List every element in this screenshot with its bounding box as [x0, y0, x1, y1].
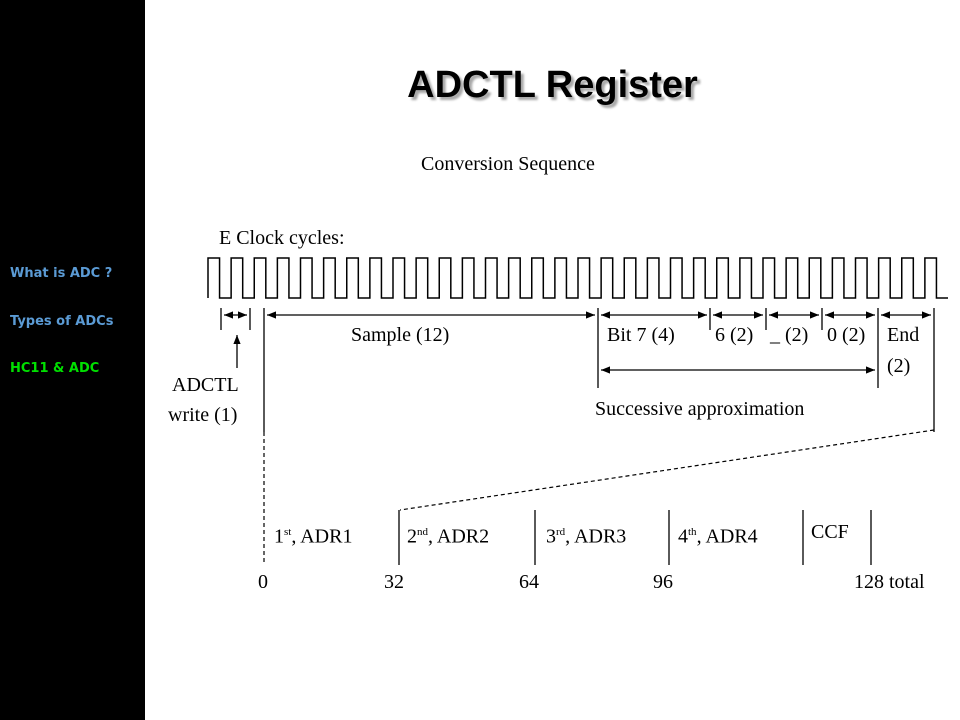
sidebar-item-what-is-adc[interactable]: What is ADC ?: [10, 266, 113, 281]
sidebar-item-hc11-adc[interactable]: HC11 & ADC: [10, 361, 100, 376]
conversion-separators: [398, 510, 872, 565]
bit-mid-phase-label: _ (2): [770, 324, 809, 346]
bit6-phase-label: 6 (2): [715, 324, 754, 346]
ccf-label: CCF: [811, 521, 849, 543]
end-phase-label: End: [887, 324, 920, 346]
conversion-3-label: 3rd, ADR3: [546, 525, 627, 548]
scale-label-96: 96: [653, 571, 673, 593]
scale-label-64: 64: [519, 571, 539, 593]
conversion-2-label: 2nd, ADR2: [407, 525, 490, 548]
zoom-connector-right: [399, 429, 935, 511]
e-clock-cycles-label: E Clock cycles:: [219, 227, 345, 249]
conversion-1-label: 1st, ADR1: [274, 525, 353, 548]
slide-title: ADCTL Register: [407, 64, 698, 106]
zoom-connectors: [263, 429, 935, 565]
sidebar: What is ADC ? Types of ADCs HC11 & ADC: [0, 0, 145, 720]
successive-approximation-label: Successive approximation: [595, 398, 805, 420]
adctl-write-label: ADCTL: [172, 374, 239, 396]
scale-label-32: 32: [384, 571, 404, 593]
conversion-sequence-label: Conversion Sequence: [421, 153, 595, 175]
scale-label-128-total: 128 total: [854, 571, 925, 593]
sidebar-item-types-of-adcs[interactable]: Types of ADCs: [10, 314, 114, 329]
sample-phase-label: Sample (12): [351, 324, 450, 346]
end-phase-cycles: (2): [887, 355, 911, 377]
phase-arrows: [224, 311, 931, 374]
conversion-4-label: 4th, ADR4: [678, 525, 758, 548]
e-clock-waveform: [207, 257, 948, 299]
adctl-write-cycles: write (1): [168, 404, 238, 426]
scale-label-0: 0: [258, 571, 268, 593]
tick-marks: [220, 308, 935, 432]
bit7-phase-label: Bit 7 (4): [607, 324, 675, 346]
bit0-phase-label: 0 (2): [827, 324, 866, 346]
